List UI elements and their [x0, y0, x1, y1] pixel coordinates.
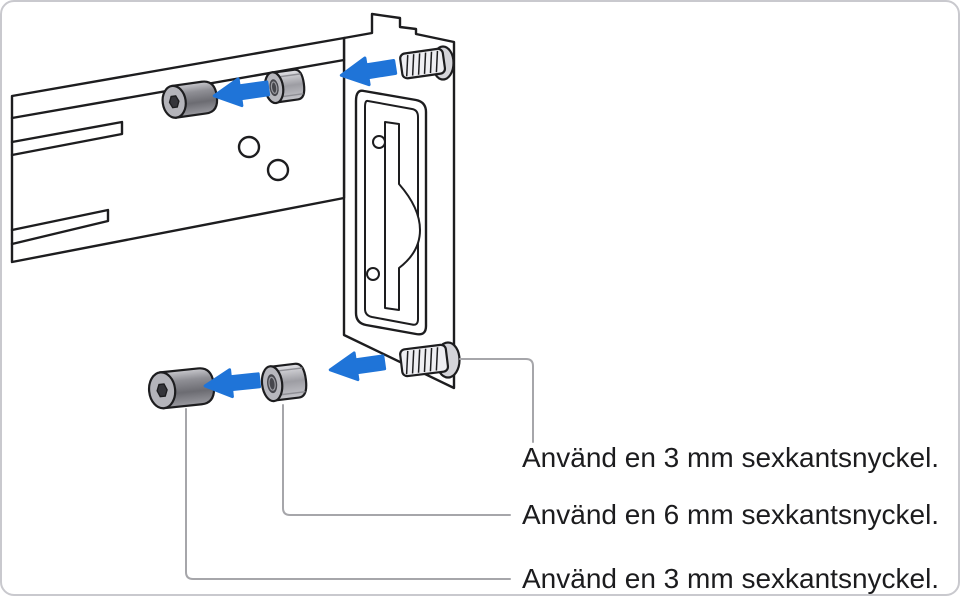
rail-hole-1: [237, 135, 261, 159]
socket-screw-top: [161, 80, 219, 119]
arrow-left-icon: [326, 347, 388, 385]
hex-socket-top: [168, 95, 180, 109]
bracket-hole-upper: [372, 135, 386, 149]
standoff-nut-top: [263, 68, 306, 105]
rail-hole-2: [266, 158, 290, 182]
socket-screw-bottom: [147, 367, 216, 410]
callout-label-1: Använd en 3 mm sexkantsnyckel.: [522, 442, 940, 473]
bracket-hole-lower: [366, 267, 380, 281]
latch-handle: [384, 121, 421, 311]
callout-lines: [185, 358, 534, 580]
callout-line-3: [185, 408, 511, 580]
callout-line-2: [282, 404, 511, 516]
hex-socket-bottom: [156, 383, 168, 398]
threaded-stud-top: [399, 45, 455, 81]
callout-label-3: Använd en 3 mm sexkantsnyckel.: [522, 563, 940, 594]
callout-label-2: Använd en 6 mm sexkantsnyckel.: [522, 499, 940, 530]
standoff-nut-bottom: [260, 362, 308, 403]
latch-recess-inner: [364, 99, 419, 326]
threaded-stud-bottom: [399, 341, 461, 379]
callout-line-1: [459, 358, 534, 443]
mounting-bracket: [342, 12, 456, 390]
